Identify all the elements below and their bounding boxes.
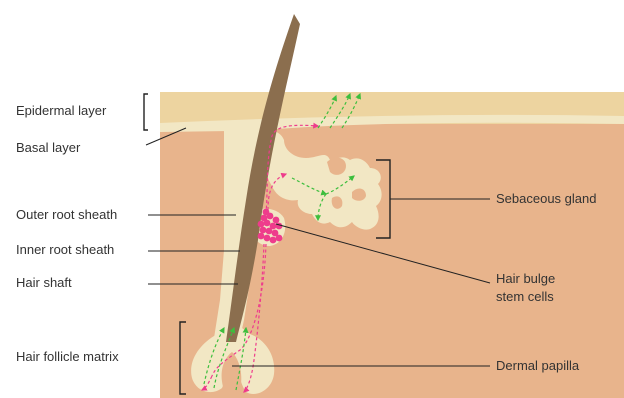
- gland-lobule-hole: [352, 189, 366, 201]
- label-basal-layer: Basal layer: [16, 140, 80, 156]
- label-hair-bulge-line1: Hair bulge: [496, 271, 555, 287]
- label-outer-root-sheath: Outer root sheath: [16, 207, 117, 223]
- epidermal-layer-bracket: [144, 94, 148, 130]
- label-inner-root-sheath: Inner root sheath: [16, 242, 114, 258]
- label-dermal-papilla: Dermal papilla: [496, 358, 579, 374]
- label-sebaceous-gland: Sebaceous gland: [496, 191, 596, 207]
- label-hair-bulge-line2: stem cells: [496, 289, 554, 305]
- label-hair-shaft: Hair shaft: [16, 275, 72, 291]
- label-hair-follicle-matrix: Hair follicle matrix: [16, 349, 119, 365]
- label-epidermal-layer: Epidermal layer: [16, 103, 106, 119]
